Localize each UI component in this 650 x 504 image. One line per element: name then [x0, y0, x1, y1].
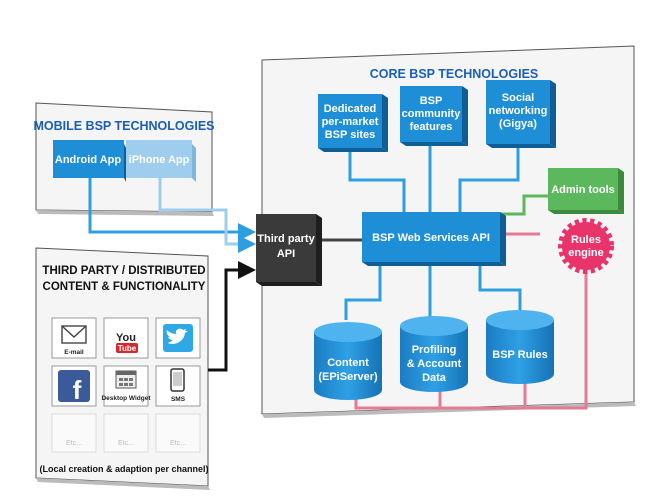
iphone-app-box: iPhone App	[126, 140, 196, 182]
widget-icon	[115, 370, 137, 389]
admin-tools-box: Admin tools	[548, 168, 624, 214]
email-tile: E-mail	[51, 317, 97, 359]
email-tile-label: E-mail	[64, 349, 84, 356]
svg-text:Tube: Tube	[118, 344, 137, 353]
third-party-api-box: Third party API	[256, 214, 322, 286]
youtube-tile: You Tube	[103, 317, 149, 359]
etc-tile-3: Etc...	[155, 413, 201, 453]
etc-tile-1: Etc...	[51, 413, 97, 453]
mobile-connectors	[88, 178, 256, 253]
etc-tile-1-label: Etc...	[66, 440, 82, 447]
sms-tile-label: SMS	[171, 396, 186, 403]
social-line2: networking	[489, 105, 548, 117]
web-services-label: BSP Web Services API	[372, 232, 490, 244]
core-connectors	[344, 142, 548, 320]
third-party-api-line1: Third party	[257, 233, 315, 245]
social-line1: Social	[502, 92, 534, 104]
desktop-widget-tile: Desktop Widget	[101, 365, 151, 407]
social-line3: (Gigya)	[499, 118, 537, 130]
distributed-connector	[208, 261, 256, 372]
mobile-panel-title: MOBILE BSP TECHNOLOGIES	[33, 119, 214, 133]
web-services-api-box: BSP Web Services API	[362, 212, 506, 266]
android-app-box: Android App	[53, 140, 126, 182]
android-app-label: Android App	[55, 154, 121, 166]
third-party-title-line1: THIRD PARTY / DISTRIBUTED	[42, 265, 205, 277]
community-line3: features	[410, 121, 453, 133]
profiling-db: Profiling & Account Data	[400, 316, 468, 392]
etc-tile-2: Etc...	[103, 413, 149, 453]
social-networking-box: Social networking (Gigya)	[486, 80, 556, 148]
dedicated-sites-box: Dedicated per-market BSP sites	[318, 94, 388, 152]
third-party-api-line2: API	[277, 248, 295, 260]
third-party-footer: (Local creation & adaption per channel)	[39, 464, 208, 474]
content-db: Content (EPiServer)	[314, 322, 382, 400]
dedicated-line1: Dedicated	[324, 103, 377, 115]
etc-tile-2-label: Etc...	[118, 440, 134, 447]
twitter-tile	[155, 317, 201, 359]
rules-engine-line2: engine	[568, 247, 603, 259]
youtube-logo: You Tube	[116, 332, 138, 353]
third-party-title-line2: CONTENT & FUNCTIONALITY	[43, 281, 206, 293]
channel-tiles: E-mail You Tube f	[51, 317, 201, 453]
content-db-line1: Content	[327, 357, 369, 369]
envelope-icon	[61, 325, 87, 344]
desktop-widget-label: Desktop Widget	[101, 395, 151, 402]
rules-engine-gear: Rules engine	[558, 218, 614, 274]
dedicated-line2: per-market	[322, 116, 379, 128]
profiling-db-line1: Profiling	[412, 344, 457, 356]
core-panel-title: CORE BSP TECHNOLOGIES	[370, 67, 539, 81]
content-db-line2: (EPiServer)	[318, 371, 378, 383]
twitter-bird-icon	[166, 328, 188, 344]
bsp-rules-db-label: BSP Rules	[492, 349, 547, 361]
iphone-app-label: iPhone App	[129, 154, 190, 166]
facebook-f-icon: f	[73, 375, 82, 405]
bsp-rules-db: BSP Rules	[486, 310, 554, 384]
sms-tile: SMS	[155, 365, 201, 407]
community-line2: community	[402, 108, 462, 120]
profiling-db-line3: Data	[422, 372, 447, 384]
community-line1: BSP	[420, 95, 443, 107]
admin-tools-label: Admin tools	[551, 184, 615, 196]
community-features-box: BSP community features	[400, 86, 468, 146]
svg-text:You: You	[116, 332, 136, 344]
dedicated-line3: BSP sites	[325, 129, 376, 141]
facebook-tile: f	[51, 365, 97, 407]
phone-icon	[170, 368, 185, 392]
profiling-db-line2: & Account	[407, 358, 462, 370]
etc-tile-3-label: Etc...	[170, 440, 186, 447]
rules-engine-line1: Rules	[571, 234, 601, 246]
